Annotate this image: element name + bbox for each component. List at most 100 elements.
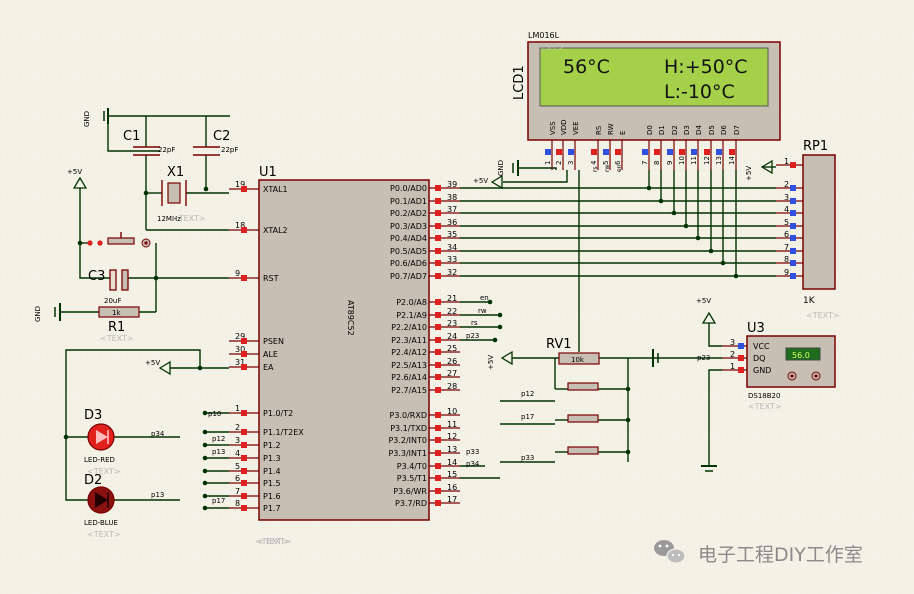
junction-dot	[202, 410, 208, 416]
lcd-pin-name-D2: D2	[671, 125, 679, 135]
u3-vcc-wire	[708, 323, 722, 347]
pin-num-24: 24	[447, 332, 457, 341]
pin-name-33: P0.6/AD6	[390, 259, 427, 268]
rp1-pin-5: 5	[784, 218, 789, 227]
lcd-pin-num-13: 13	[715, 156, 723, 165]
u3-gnd-wire	[708, 369, 722, 466]
pin-num-32: 32	[447, 268, 457, 277]
net-p33-mcu: p33	[466, 448, 479, 456]
pin-name-10: P3.0/RXD	[390, 411, 427, 420]
vcc-ea: +5V	[145, 359, 160, 367]
lcd-pin-name-D1: D1	[658, 125, 666, 135]
pin-marker	[435, 337, 441, 343]
junction-dot	[497, 312, 503, 318]
pin-name-8: P1.7	[263, 504, 281, 513]
junction-dot	[733, 273, 739, 279]
pin-marker	[790, 273, 796, 279]
pin-marker	[556, 149, 562, 155]
rp1-ref: RP1	[803, 139, 828, 154]
pin-num-7: 7	[235, 487, 240, 496]
junction-dot	[202, 442, 208, 448]
microcontroller-u1[interactable]: U1 AT89C52 <TEXT> 19XTAL118XTAL29RST29PS…	[229, 165, 460, 546]
lcd-pin-name-E: E	[619, 131, 627, 135]
pin-marker	[435, 412, 441, 418]
rp1-pin-6: 6	[784, 230, 789, 239]
pin-marker	[435, 273, 441, 279]
pin-name-24: P2.3/A11	[391, 336, 427, 345]
pin-marker	[435, 475, 441, 481]
crystal-x1[interactable]: X1 12MHz <TEXT>	[157, 165, 206, 223]
lcd-pin-name-D0: D0	[646, 125, 654, 135]
junction-dot	[202, 455, 208, 461]
net-p17: p17	[212, 497, 225, 505]
pin-num-29: 29	[235, 332, 245, 341]
pin-marker	[435, 387, 441, 393]
lcd-lm016l[interactable]: LM016L <TEXT> LCD1 56°C H:+50°C L:-10°C …	[512, 31, 781, 172]
pin-marker	[738, 343, 744, 349]
capacitor-c1[interactable]: C1 22pF	[123, 129, 175, 156]
led-red-d3[interactable]: D3 LED-RED <TEXT>	[84, 408, 121, 476]
pin-num-22: 22	[447, 307, 457, 316]
u3-pin-name-DQ: DQ	[753, 354, 765, 363]
pin-marker	[435, 463, 441, 469]
capacitor-c3[interactable]: C3 20uF	[88, 269, 129, 305]
pin-num-37: 37	[447, 205, 457, 214]
reset-button[interactable]	[87, 232, 151, 248]
power-symbols: +5V +5V +5V +5V +5V +5V GND GND GND	[34, 108, 773, 472]
lcd-pin-name-D5: D5	[708, 125, 716, 135]
pin-num-1: 1	[235, 404, 240, 413]
pin-num-12: 12	[447, 432, 457, 441]
pin-name-15: P3.5/T1	[397, 474, 427, 483]
pin-marker	[654, 149, 660, 155]
wires	[60, 115, 776, 511]
pin-marker	[435, 210, 441, 216]
pin-num-39: 39	[447, 180, 457, 189]
pin-num-11: 11	[447, 420, 457, 429]
pin-name-2: P1.1/T2EX	[263, 428, 304, 437]
pin-name-23: P2.2/A10	[391, 323, 427, 332]
pin-marker	[435, 312, 441, 318]
button-p12[interactable]	[567, 382, 599, 391]
potentiometer-rv1[interactable]: 10k RV1	[546, 337, 600, 365]
pin-marker	[716, 149, 722, 155]
pin-name-12: P3.2/INT0	[388, 436, 427, 445]
x1-text-tag: <TEXT>	[172, 214, 206, 223]
capacitor-c2[interactable]: C2 22pF	[193, 129, 238, 156]
net-rs: rs	[471, 319, 478, 327]
gnd-lcd: GND	[497, 160, 505, 176]
lcd-pin-name-D4: D4	[695, 125, 703, 135]
pin-num-21: 21	[447, 294, 457, 303]
junction-dot	[197, 365, 203, 371]
pin-marker	[568, 149, 574, 155]
pin-marker	[790, 223, 796, 229]
r1-ref: R1	[108, 320, 125, 335]
pin-num-4: 4	[235, 449, 240, 458]
pin-num-36: 36	[447, 218, 457, 227]
pin-num-18: 18	[235, 221, 245, 230]
pin-marker	[603, 149, 609, 155]
u3-text-tag: <TEXT>	[748, 402, 782, 411]
pin-name-37: P0.2/AD2	[390, 209, 427, 218]
pin-name-32: P0.7/AD7	[390, 272, 427, 281]
pin-marker	[241, 351, 247, 357]
lcd-pin-num-2: 2	[555, 161, 563, 165]
pin-name-28: P2.7/A15	[391, 386, 427, 395]
button-p33[interactable]	[567, 446, 599, 455]
led-blue-d2[interactable]: D2 LED-BLUE <TEXT>	[84, 473, 121, 539]
button-p17[interactable]	[567, 414, 599, 423]
pin-num-15: 15	[447, 470, 457, 479]
lcd-line1-right: H:+50°C	[664, 56, 748, 78]
pin-marker	[790, 185, 796, 191]
u3-pin-num-3: 3	[730, 338, 735, 347]
pin-marker	[241, 505, 247, 511]
resistor-r1[interactable]: 1k R1 <TEXT>	[98, 306, 140, 343]
pin-marker	[241, 429, 247, 435]
vcc-reset: +5V	[67, 168, 82, 176]
pin-name-7: P1.6	[263, 492, 281, 501]
pin-name-36: P0.3/AD3	[390, 222, 427, 231]
pin-marker	[241, 275, 247, 281]
u1-part: AT89C52	[346, 300, 355, 336]
pin-name-27: P2.6/A14	[391, 373, 427, 382]
